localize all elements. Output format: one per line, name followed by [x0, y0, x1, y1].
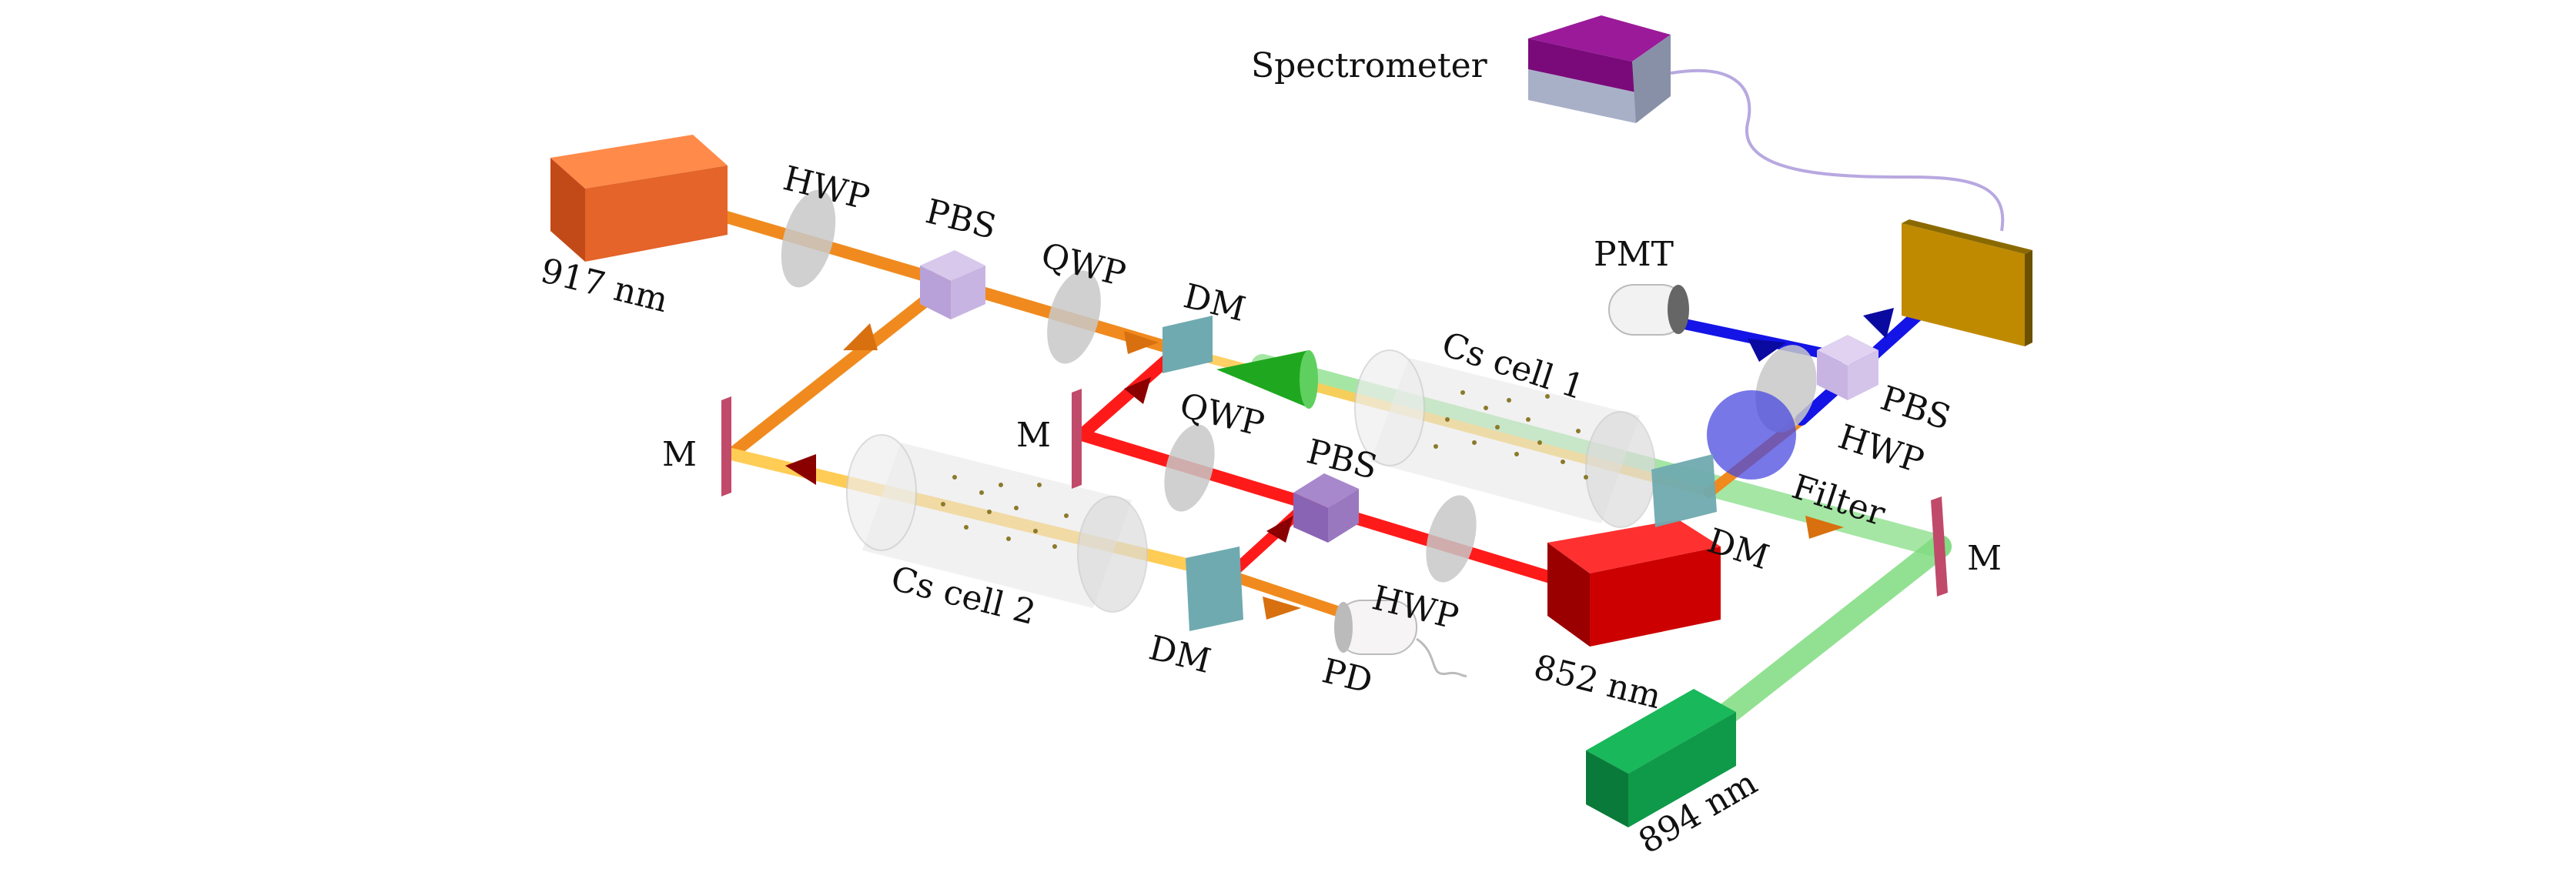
laser-917nm	[550, 135, 728, 262]
cs-cell-2	[846, 434, 1148, 613]
arrow-917-2	[1124, 331, 1159, 354]
pmt-detector	[1608, 284, 1689, 336]
label-pbs-right: PBS	[1876, 379, 1955, 438]
arrow-yellow-left	[785, 454, 816, 485]
label-917nm: 917 nm	[537, 251, 671, 320]
arrow-pd	[1263, 597, 1301, 620]
mirror-left	[721, 396, 731, 496]
laser-852nm	[1547, 520, 1721, 647]
label-852nm: 852 nm	[1530, 647, 1664, 717]
filter	[1707, 390, 1796, 480]
dm-right	[1651, 454, 1717, 527]
mirror-middle	[1072, 389, 1082, 489]
label-pbs-top: PBS	[922, 192, 1000, 247]
pd-detector	[1334, 600, 1417, 655]
arrow-blue-1	[1748, 339, 1786, 362]
pbs-middle	[1293, 473, 1359, 543]
pd-cable	[1416, 637, 1467, 677]
dm-top	[1163, 316, 1213, 373]
pbs-top	[920, 250, 985, 319]
green-cone	[1216, 350, 1318, 409]
dm-bottom	[1186, 546, 1243, 631]
hwp-top	[781, 189, 836, 288]
label-m-left: M	[662, 435, 697, 474]
arrow-852-1	[1124, 377, 1151, 404]
label-m-middle: M	[1016, 416, 1051, 455]
spectrometer	[1528, 15, 1671, 123]
hwp-bottom	[1426, 495, 1477, 583]
arrow-blue-2	[1863, 308, 1894, 339]
cs-cell-1	[1354, 349, 1656, 528]
label-spectrometer: Spectrometer	[1251, 46, 1488, 85]
laser-894nm	[1586, 689, 1736, 827]
qwp-middle	[1164, 424, 1215, 512]
arrow-852-2	[1266, 516, 1293, 543]
label-m-right: M	[1967, 539, 2002, 578]
label-pd: PD	[1318, 651, 1376, 701]
label-pmt: PMT	[1594, 235, 1674, 274]
optical-fiber	[1670, 69, 2005, 232]
arrow-917-1	[843, 323, 878, 350]
arrow-filter	[1805, 516, 1844, 539]
pbs-right	[1817, 335, 1878, 400]
label-dm-bottom: DM	[1145, 628, 1214, 681]
detector-plate	[1902, 219, 2032, 346]
qwp-top	[1047, 270, 1101, 364]
mirror-right	[1931, 496, 1948, 597]
